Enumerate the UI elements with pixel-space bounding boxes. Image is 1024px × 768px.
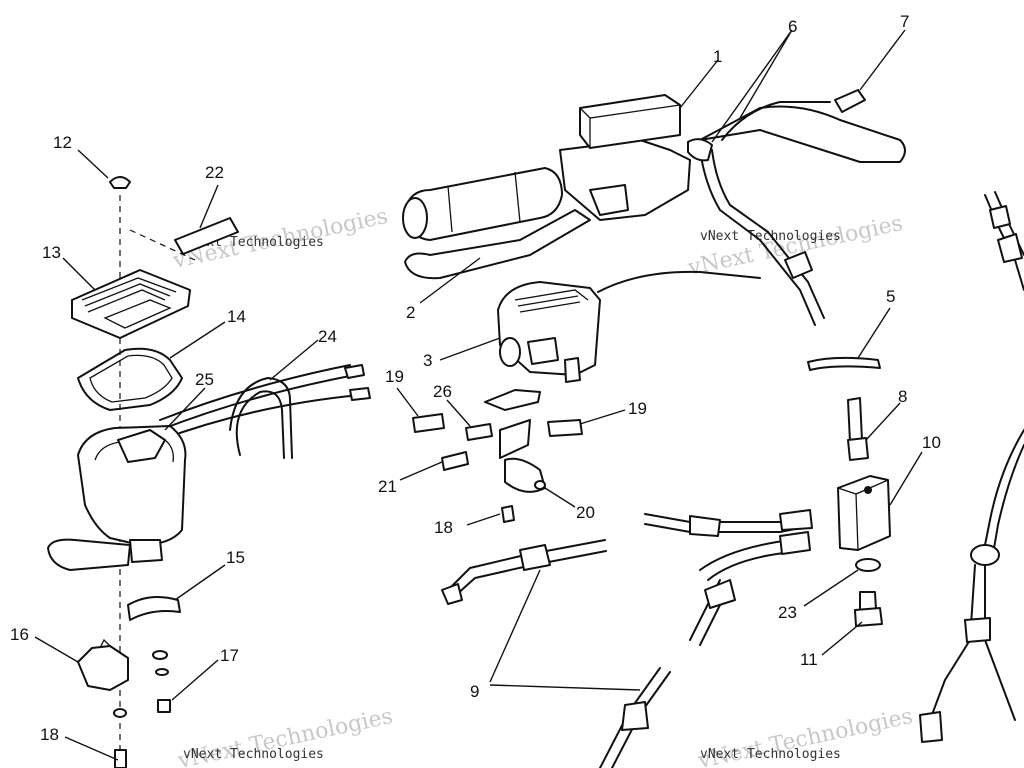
callout-8: 8: [898, 387, 907, 406]
cable-far-right: [919, 191, 1024, 743]
part-20-screw: [534, 480, 546, 490]
part-13-cover: [71, 269, 191, 339]
part-19-switch-left: [412, 413, 445, 433]
callout-19-left: 19: [385, 367, 404, 386]
leader-lines: [34, 29, 923, 761]
part-9-hose: [441, 539, 671, 768]
part-2-lever: [404, 209, 591, 280]
callout-20: 20: [576, 503, 595, 522]
part-17-fasteners: [113, 650, 171, 718]
callout-7: 7: [900, 12, 909, 31]
part-23-washer: [855, 558, 881, 572]
callout-18-left: 18: [40, 725, 59, 744]
callout-18-center: 18: [434, 518, 453, 537]
callout-3: 3: [423, 351, 432, 370]
watermark-4: vNext Technologies vNext Technologies: [695, 704, 915, 768]
callout-5: 5: [886, 287, 895, 306]
part-3-switch-housing: [497, 270, 761, 383]
svg-text:vNext Technologies: vNext Technologies: [700, 747, 841, 762]
part-8-fitting: [847, 397, 869, 461]
part-11-bolt: [854, 591, 883, 627]
callout-9: 9: [470, 682, 479, 701]
part-5-clip: [807, 356, 881, 371]
callout-12: 12: [53, 133, 72, 152]
part-18-screw-bottom: [114, 749, 127, 768]
part-7-fitting: [834, 89, 866, 113]
part-25-housing: [47, 425, 187, 571]
part-24-strap: [159, 364, 371, 459]
callout-6: 6: [788, 17, 797, 36]
part-6-lever: [699, 101, 906, 163]
callout-13: 13: [42, 243, 61, 262]
brake-lines-right: [644, 509, 813, 646]
callout-21: 21: [378, 477, 397, 496]
part-12-screw: [109, 176, 131, 189]
callout-1: 1: [713, 47, 722, 66]
part-switch-bracket: [484, 389, 546, 493]
part-14-gasket: [77, 347, 183, 411]
callout-22: 22: [205, 163, 224, 182]
hose-upper-center: [687, 138, 825, 326]
callout-2: 2: [406, 303, 415, 322]
callout-10: 10: [922, 433, 941, 452]
svg-text:vNext Technologies: vNext Technologies: [183, 747, 324, 762]
part-21-switch: [441, 451, 469, 471]
callout-14: 14: [227, 307, 246, 326]
watermark-3: vNext Technologies vNext Technologies: [175, 704, 395, 768]
callout-16: 16: [10, 625, 29, 644]
callout-labels: 12 22 13 14 24 25 15 16 17 18 1 6 7 2 3 …: [10, 12, 941, 744]
callout-26: 26: [433, 382, 452, 401]
centerline-cover: [129, 229, 196, 261]
callout-17: 17: [220, 646, 239, 665]
part-26-switch: [465, 423, 493, 441]
part-10-block: [837, 475, 891, 551]
callout-25: 25: [195, 370, 214, 389]
part-16-bracket: [77, 638, 129, 691]
part-18-screw-center: [501, 505, 515, 523]
part-19-switch-right: [547, 419, 583, 437]
callout-23: 23: [778, 603, 797, 622]
callout-19-right: 19: [628, 399, 647, 418]
part-22-decal: [174, 217, 239, 255]
callout-11: 11: [800, 650, 818, 669]
part-1-master-cylinder: [402, 94, 691, 241]
callout-24: 24: [318, 327, 337, 346]
callout-15: 15: [226, 548, 245, 567]
part-15-clip: [127, 595, 181, 621]
